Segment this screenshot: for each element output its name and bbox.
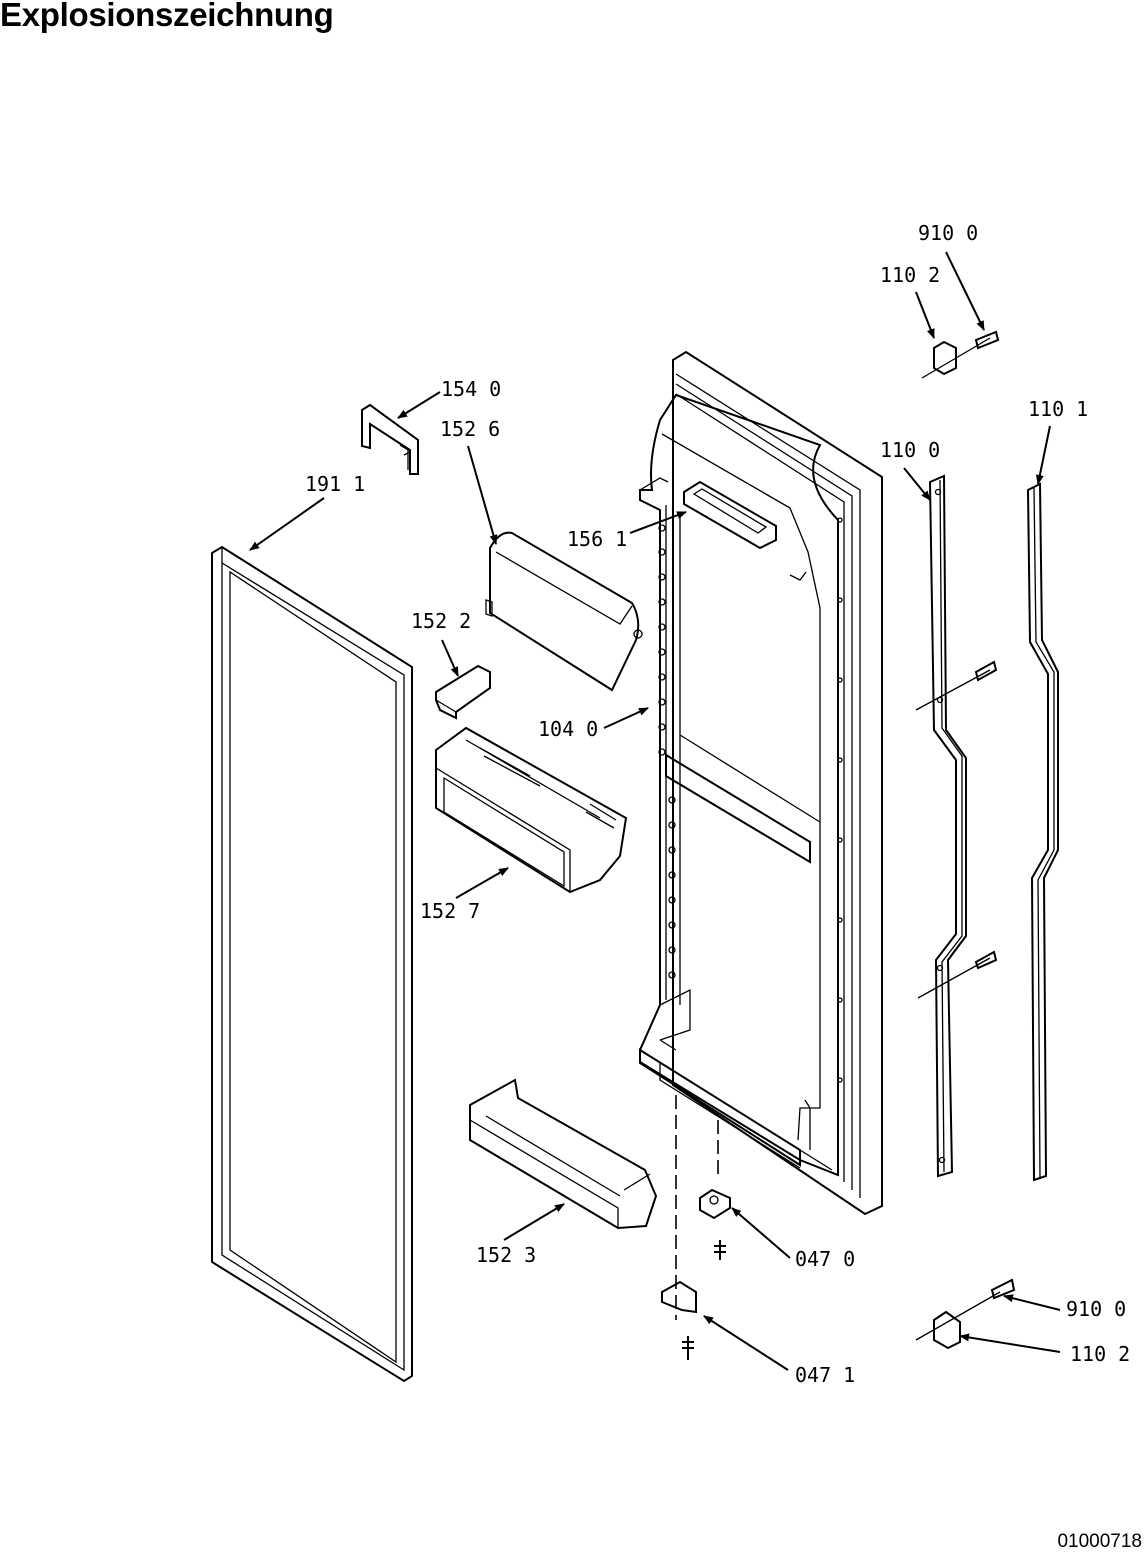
door-liner [639,350,883,1320]
label-110-2-top: 110 2 [880,263,940,339]
door-gasket [211,545,413,1383]
svg-text:104 0: 104 0 [538,717,598,741]
label-152-3: 152 3 [476,1203,565,1267]
lid-clip [361,403,419,475]
label-152-2: 152 2 [411,609,471,677]
svg-text:110 0: 110 0 [880,438,940,462]
dairy-lid [485,531,643,692]
svg-text:110 2: 110 2 [1070,1342,1130,1366]
label-152-6: 152 6 [440,417,500,545]
label-110-0: 110 0 [880,438,940,501]
hinge-bracket-lower [661,1280,697,1360]
svg-text:152 6: 152 6 [440,417,500,441]
handle-profile [1026,482,1059,1182]
page-title: Explosionszeichnung [0,0,334,33]
svg-text:110 1: 110 1 [1028,397,1088,421]
svg-text:110 2: 110 2 [880,263,940,287]
shelf-holder [435,664,491,720]
label-104-0: 104 0 [538,707,649,741]
door-bin [435,726,628,894]
document-number: 01000718 [1057,1531,1142,1552]
svg-text:152 3: 152 3 [476,1243,536,1267]
svg-text:156 1: 156 1 [567,527,627,551]
label-047-1: 047 1 [703,1315,855,1387]
label-910-0-bottom: 910 0 [1003,1294,1126,1321]
svg-text:047 0: 047 0 [795,1247,855,1271]
hinge-bottom [915,1278,1016,1350]
svg-text:910 0: 910 0 [918,221,978,245]
label-152-7: 152 7 [420,867,509,923]
label-110-2-bottom: 110 2 [959,1333,1130,1366]
hinge-top [921,330,1000,379]
label-156-1: 156 1 [567,511,687,551]
svg-text:154 0: 154 0 [441,377,501,401]
door-shelf [469,1078,658,1230]
label-191-1: 191 1 [249,472,365,551]
label-110-1: 110 1 [1028,397,1088,485]
svg-text:910 0: 910 0 [1066,1297,1126,1321]
dairy-compartment [683,480,777,550]
label-910-0-top: 910 0 [918,221,985,331]
hinge-bracket-upper [699,1188,731,1260]
svg-text:191 1: 191 1 [305,472,365,496]
svg-text:047 1: 047 1 [795,1363,855,1387]
label-154-0: 154 0 [397,377,501,419]
svg-text:152 2: 152 2 [411,609,471,633]
label-047-0: 047 0 [731,1207,855,1271]
handle-bar [915,474,998,1178]
svg-text:152 7: 152 7 [420,899,480,923]
